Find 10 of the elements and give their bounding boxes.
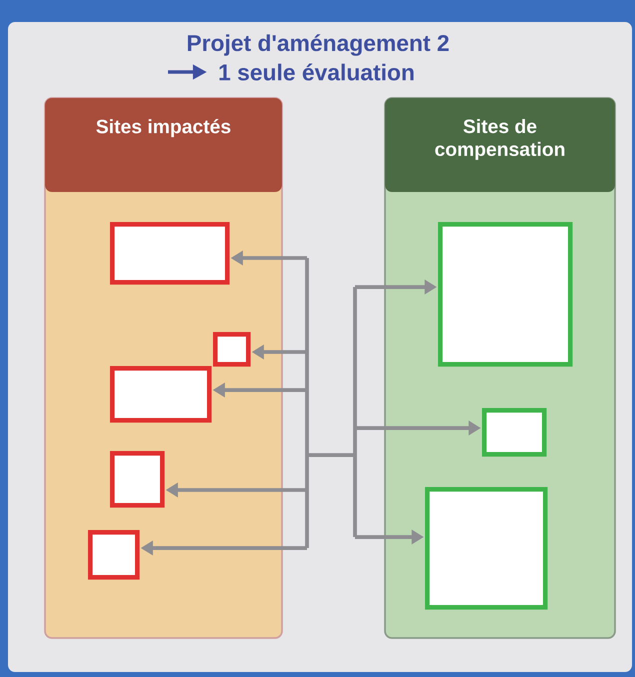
site-box (110, 451, 165, 508)
site-box (110, 366, 212, 423)
site-box (438, 222, 573, 367)
subtitle: 1 seule évaluation (220, 64, 414, 80)
site-box (213, 332, 251, 367)
site-box (482, 408, 547, 457)
title: Projet d'aménagement 2 (188, 34, 449, 56)
site-box (110, 222, 230, 285)
site-box (88, 530, 140, 580)
site-box (425, 487, 548, 610)
